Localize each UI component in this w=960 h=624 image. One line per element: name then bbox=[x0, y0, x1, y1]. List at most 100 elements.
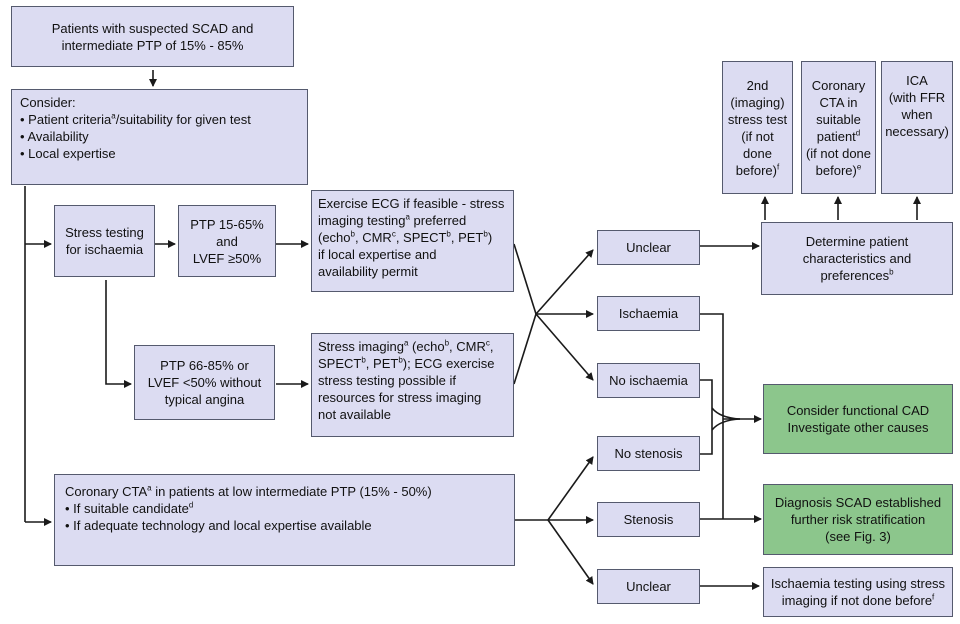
stress-imaging-line-3: stress testing possible if bbox=[318, 372, 507, 389]
diagnosis-scad-line-3: (see Fig. 3) bbox=[825, 529, 891, 544]
stress-imaging-box: Stress imaginga (echob, CMRc,SPECTb, PET… bbox=[311, 333, 514, 437]
text-run: ICA bbox=[906, 73, 928, 88]
arrow-to-unclear-1 bbox=[535, 249, 594, 315]
second-stress-line-1: 2nd bbox=[747, 77, 769, 94]
text-run: Exercise ECG if feasible - stress bbox=[318, 196, 505, 211]
text-run: (echo bbox=[408, 339, 445, 354]
second-stress-line-4: (if not bbox=[741, 128, 774, 145]
text-run: in patients at low intermediate PTP (15%… bbox=[151, 484, 432, 499]
text-run: • If adequate technology and local exper… bbox=[65, 518, 372, 533]
ica-line-2: (with FFR bbox=[889, 89, 945, 106]
text-run: availability permit bbox=[318, 264, 418, 279]
coronary-cta-suitable-line-2: CTA in bbox=[819, 94, 857, 111]
exercise-ecg-line-1: Exercise ECG if feasible - stress bbox=[318, 195, 507, 212]
text-run: characteristics and bbox=[802, 251, 912, 266]
coronary-cta-box: Coronary CTAa in patients at low interme… bbox=[54, 474, 515, 566]
ptp-66-85-line-3: typical angina bbox=[164, 392, 245, 407]
footnote-marker: e bbox=[856, 162, 862, 172]
functional-cad-box: Consider functional CAD Investigate othe… bbox=[763, 384, 953, 454]
text-run: (echo bbox=[318, 230, 351, 245]
text-run: when bbox=[901, 107, 933, 122]
coronary-cta-suitable-line-4: patientd bbox=[817, 128, 861, 145]
connector-ischaemia-to-scad bbox=[700, 313, 724, 519]
text-run: , CMR bbox=[449, 339, 486, 354]
text-run: , bbox=[489, 339, 494, 354]
unclear-1-box: Unclear bbox=[597, 230, 700, 265]
text-run: Stress imaging bbox=[318, 339, 404, 354]
text-run: before) bbox=[815, 162, 857, 178]
ica-line-1: ICA bbox=[906, 72, 928, 89]
text-run: Determine patient bbox=[805, 234, 909, 249]
exercise-ecg-box: Exercise ECG if feasible - stress imaging… bbox=[311, 190, 514, 292]
start-line-2: intermediate PTP of 15% - 85% bbox=[61, 37, 244, 53]
second-stress-line-3: stress test bbox=[728, 111, 787, 128]
text-run: Coronary bbox=[811, 77, 866, 93]
coronary-cta-line-1: Coronary CTAa in patients at low interme… bbox=[65, 483, 504, 500]
coronary-cta-suitable-line-3: suitable bbox=[816, 111, 861, 128]
stenosis-box: Stenosis bbox=[597, 502, 700, 537]
diagnosis-scad-box: Diagnosis SCAD established further risk … bbox=[763, 484, 953, 555]
text-run: , CMR bbox=[354, 230, 392, 245]
text-run: not available bbox=[318, 407, 391, 422]
stress-imaging-line-5: not available bbox=[318, 406, 507, 423]
determine-line-1: Determine patient bbox=[806, 233, 909, 250]
text-run: preferred bbox=[409, 213, 467, 228]
consider-bullet-1-sup: a bbox=[111, 111, 116, 121]
text-run: (if not bbox=[741, 128, 774, 144]
start-line-1: Patients with suspected SCAD and bbox=[51, 20, 254, 36]
ptp-15-65-box: PTP 15-65% and LVEF ≥50% bbox=[178, 205, 276, 277]
footnote-marker: b bbox=[444, 338, 450, 348]
determine-line-2: characteristics and bbox=[803, 250, 911, 267]
ptp-15-65-line-3: LVEF ≥50% bbox=[192, 250, 262, 266]
footnote-marker: a bbox=[405, 212, 410, 222]
stenosis-label: Stenosis bbox=[623, 512, 674, 527]
footnote-marker: b bbox=[889, 267, 894, 277]
exercise-ecg-line-5: availability permit bbox=[318, 263, 507, 280]
no-ischaemia-box: No ischaemia bbox=[597, 363, 700, 398]
text-run: stress test bbox=[727, 111, 788, 127]
ptp-66-85-box: PTP 66-85% or LVEF <50% without typical … bbox=[134, 345, 275, 420]
text-run: (with FFR bbox=[888, 90, 946, 105]
footnote-marker: c bbox=[391, 229, 396, 239]
text-run: (imaging) bbox=[730, 94, 785, 110]
arrow-to-no-stenosis bbox=[547, 456, 594, 521]
second-stress-line-5: done bbox=[743, 145, 772, 162]
functional-cad-line-1: Consider functional CAD bbox=[786, 403, 930, 418]
text-run: • If suitable candidate bbox=[65, 501, 189, 516]
text-run: done bbox=[743, 145, 772, 161]
coronary-cta-line-3: • If adequate technology and local exper… bbox=[65, 517, 504, 534]
text-run: (if not done bbox=[805, 145, 872, 161]
footnote-marker: d bbox=[855, 128, 861, 138]
text-run: imaging testing bbox=[318, 213, 406, 228]
text-run: patient bbox=[816, 128, 856, 144]
text-run: CTA in bbox=[819, 94, 858, 110]
ptp-66-85-line-1: PTP 66-85% or bbox=[160, 358, 249, 373]
footnote-marker: c bbox=[485, 338, 490, 348]
coronary-cta-line-2: • If suitable candidated bbox=[65, 500, 504, 517]
ptp-66-85-line-2: LVEF <50% without bbox=[147, 375, 262, 390]
consider-bullet-3: • Local expertise bbox=[20, 146, 116, 161]
connector-exercise bbox=[513, 243, 537, 315]
ica-line-3: when bbox=[901, 106, 932, 123]
stress-testing-box: Stress testing for ischaemia bbox=[54, 205, 155, 277]
text-run: suitable bbox=[816, 111, 861, 127]
text-run: necessary) bbox=[885, 124, 949, 139]
ptp-15-65-line-1: PTP 15-65% bbox=[190, 216, 264, 232]
footnote-marker: a bbox=[147, 483, 152, 493]
footnote-marker: a bbox=[403, 338, 409, 348]
coronary-cta-suitable-line-1: Coronary bbox=[812, 77, 865, 94]
no-stenosis-label: No stenosis bbox=[614, 446, 683, 461]
diagnosis-scad-line-1: Diagnosis SCAD established bbox=[774, 495, 942, 510]
coronary-cta-suitable-line-6: before)e bbox=[816, 162, 862, 179]
footnote-marker: b bbox=[350, 229, 355, 239]
connector-no-ischaemia bbox=[700, 379, 713, 455]
stress-imaging-line-2: SPECTb, PETb); ECG exercise bbox=[318, 355, 507, 372]
second-stress-line-6: before)f bbox=[736, 162, 779, 179]
footnote-marker: f bbox=[776, 162, 780, 172]
text-run: stress testing possible if bbox=[318, 373, 457, 388]
connector-imaging bbox=[513, 313, 537, 385]
determine-line-3: preferencesb bbox=[820, 267, 893, 284]
text-run: , SPECT bbox=[395, 230, 447, 245]
